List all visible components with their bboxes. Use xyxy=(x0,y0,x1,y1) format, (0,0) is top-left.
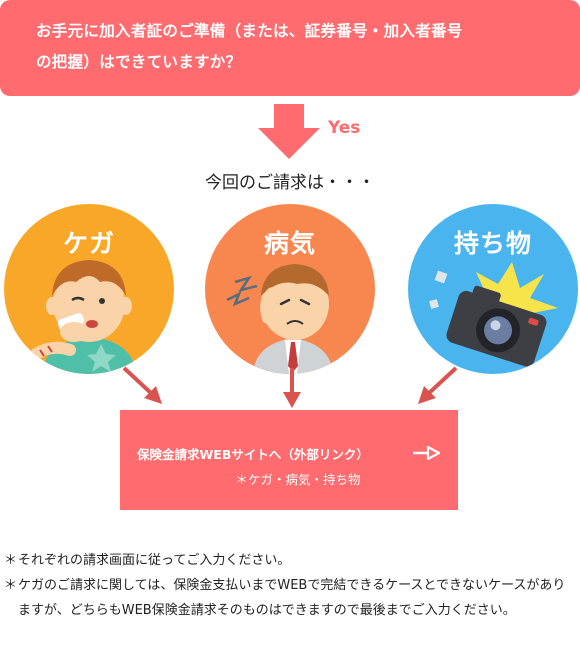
question-banner: お手元に加入者証のご準備（または、証券番号・加入者番号 の把握）はできていますか… xyxy=(0,0,580,96)
note-item: ＊ それぞれの請求画面に従ってご入力ください。 xyxy=(4,548,576,573)
question-line-1: お手元に加入者証のご準備（または、証券番号・加入者番号 xyxy=(36,22,463,40)
notes: ＊ それぞれの請求画面に従ってご入力ください。 ＊ ケガのご請求に関しては、保険… xyxy=(4,548,576,623)
category-belongings: 持ち物 xyxy=(408,204,578,374)
yes-label: Yes xyxy=(328,118,361,138)
injured-boy-icon xyxy=(30,260,136,374)
category-title-belongings: 持ち物 xyxy=(453,229,532,258)
connector-arrows xyxy=(122,366,458,408)
question-line-2: の把握）はできていますか？ xyxy=(36,53,242,71)
cta-label: 保険金請求WEBサイトへ（外部リンク） xyxy=(137,447,369,462)
down-arrow-icon xyxy=(258,104,320,159)
note-text: それぞれの請求画面に従ってご入力ください。 xyxy=(18,553,291,568)
insurance-claim-web-link[interactable]: 保険金請求WEBサイトへ（外部リンク） ＊ケガ・病気・持ち物 xyxy=(120,410,458,510)
note-text: ケガのご請求に関しては、保険金支払いまでWEBで完結できるケースとできないケース… xyxy=(18,578,566,618)
sick-man-icon xyxy=(226,264,333,374)
note-marker: ＊ xyxy=(4,578,18,593)
note-item: ＊ ケガのご請求に関しては、保険金支払いまでWEBで完結できるケースとできないケ… xyxy=(4,573,576,623)
external-arrow-icon xyxy=(413,446,440,460)
category-illness: 病気 xyxy=(205,204,375,374)
request-prompt: 今回のご請求は・・・ xyxy=(205,173,375,193)
note-marker: ＊ xyxy=(4,553,18,568)
category-title-injury: ケガ xyxy=(62,229,115,258)
category-injury: ケガ xyxy=(4,204,174,374)
category-title-illness: 病気 xyxy=(263,229,316,258)
broken-camera-icon xyxy=(429,262,558,367)
cta-sublabel: ＊ケガ・病気・持ち物 xyxy=(235,472,361,487)
